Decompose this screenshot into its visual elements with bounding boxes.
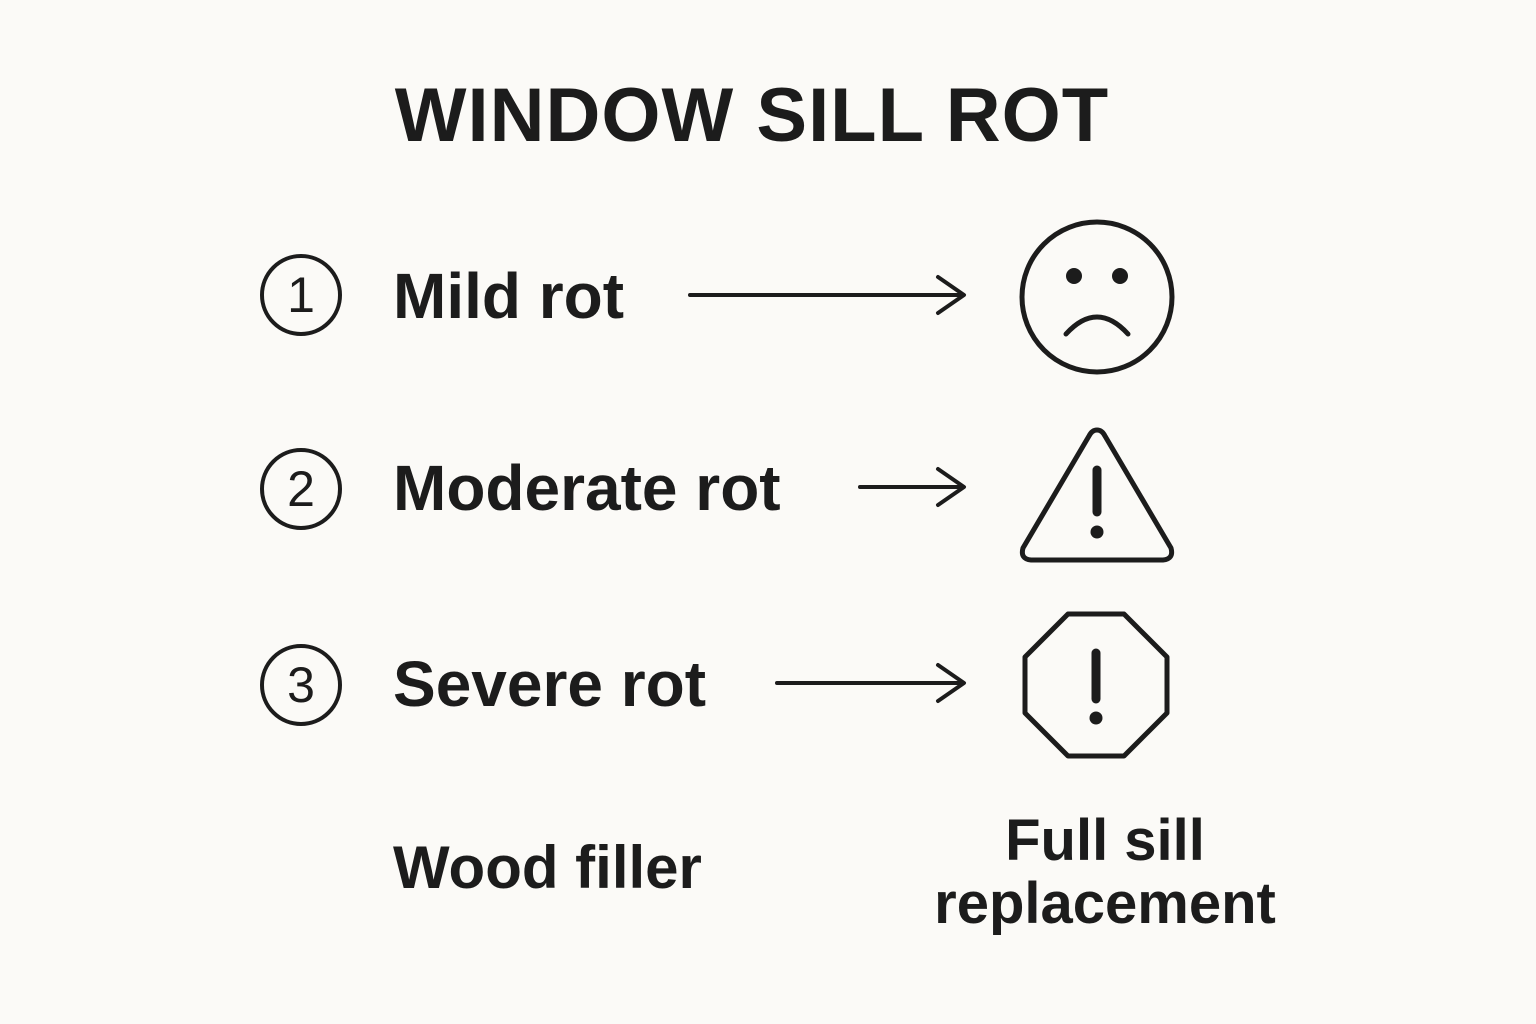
level-label-severe: Severe rot bbox=[393, 648, 707, 720]
level-label-moderate: Moderate rot bbox=[393, 452, 781, 524]
outcome-wood-filler: Wood filler bbox=[393, 834, 702, 901]
step-number-2: 2 bbox=[260, 448, 342, 530]
warning-triangle-icon bbox=[1019, 427, 1175, 563]
stop-octagon-icon bbox=[1022, 611, 1170, 759]
arrow-right-icon bbox=[775, 663, 966, 703]
arrow-right-icon bbox=[858, 467, 966, 507]
outcome-line-1: Full sill bbox=[1005, 808, 1205, 873]
diagram-title: WINDOW SILL ROT bbox=[394, 73, 1110, 158]
outcome-line-2: replacement bbox=[934, 870, 1276, 936]
step-number-3: 3 bbox=[260, 644, 342, 726]
sad-face-icon bbox=[1019, 219, 1175, 375]
arrow-right-icon bbox=[688, 275, 966, 315]
outcome-full-sill-replacement: Full sill replacement bbox=[900, 808, 1310, 936]
level-label-mild: Mild rot bbox=[393, 260, 625, 332]
step-number-1: 1 bbox=[260, 254, 342, 336]
